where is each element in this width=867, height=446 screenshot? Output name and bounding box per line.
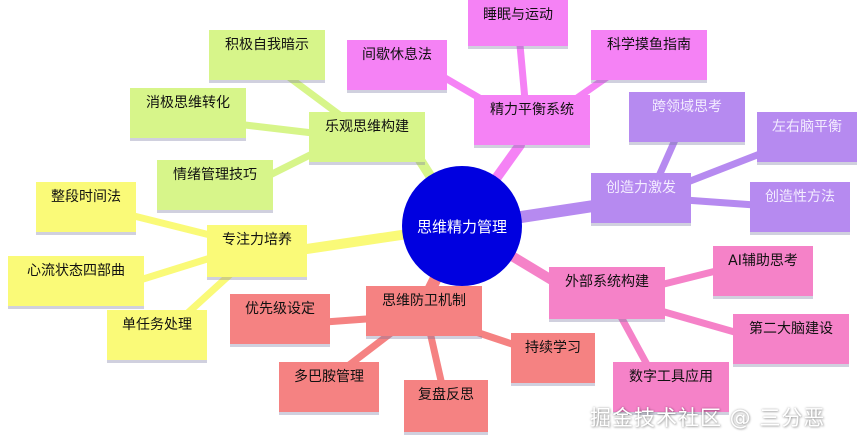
node-label: 数字工具应用 (629, 369, 713, 385)
node-label: 跨领域思考 (652, 99, 722, 115)
connector-line (516, 41, 529, 104)
node-defense[interactable]: 思维防卫机制 (366, 286, 482, 336)
node-label: 第二大脑建设 (749, 321, 833, 337)
connector-line (616, 311, 654, 374)
connector-line (426, 328, 446, 389)
node-label: 单任务处理 (122, 317, 192, 333)
watermark: 掘金技术社区 @ 三分恶 (590, 406, 826, 430)
node-sleep[interactable]: 睡眠与运动 (468, 0, 568, 46)
node-external[interactable]: 外部系统构建 (549, 267, 665, 319)
connector-line (676, 146, 774, 189)
node-cre2[interactable]: 左右脑平衡 (757, 112, 857, 162)
node-label: 消极思维转化 (146, 95, 230, 111)
node-label: 思维防卫机制 (382, 293, 466, 309)
node-priority[interactable]: 优先级设定 (230, 294, 330, 344)
node-label: 外部系统构建 (565, 274, 649, 290)
node-label: 左右脑平衡 (772, 119, 842, 135)
node-tools[interactable]: 数字工具应用 (613, 362, 729, 412)
node-cre1[interactable]: 跨领域思考 (629, 92, 745, 142)
node-ai[interactable]: AI辅助思考 (713, 246, 813, 296)
node-optimism[interactable]: 乐观思维构建 (309, 112, 425, 162)
node-label: 睡眠与运动 (483, 7, 553, 23)
node-label: 科学摸鱼指南 (607, 37, 691, 53)
node-label: AI辅助思考 (728, 253, 798, 269)
node-segment[interactable]: 整段时间法 (36, 182, 136, 232)
node-label: 乐观思维构建 (325, 119, 409, 135)
node-label: 精力平衡系统 (490, 102, 574, 118)
node-dopamine[interactable]: 多巴胺管理 (279, 362, 379, 412)
node-single[interactable]: 单任务处理 (107, 310, 207, 360)
node-label: 整段时间法 (51, 189, 121, 205)
node-creativity[interactable]: 创造力激发 (591, 173, 691, 223)
node-label: 优先级设定 (245, 301, 315, 317)
node-emotion[interactable]: 情绪管理技巧 (157, 160, 273, 210)
node-label: 创造性方法 (765, 189, 835, 205)
node-label: 心流状态四部曲 (27, 263, 125, 279)
center-label: 思维精力管理 (416, 217, 507, 236)
node-label: 间歇休息法 (362, 47, 432, 63)
node-energy[interactable]: 精力平衡系统 (474, 95, 590, 145)
node-slack[interactable]: 科学摸鱼指南 (591, 30, 707, 80)
node-label: 多巴胺管理 (294, 369, 364, 385)
node-label: 专注力培养 (222, 232, 292, 248)
node-label: 复盘反思 (418, 387, 474, 403)
node-review[interactable]: 复盘反思 (404, 380, 488, 432)
node-cre3[interactable]: 创造性方法 (750, 182, 850, 232)
node-focus[interactable]: 专注力培养 (207, 225, 307, 277)
node-positive[interactable]: 积极自我暗示 (209, 30, 325, 80)
node-negative[interactable]: 消极思维转化 (130, 88, 246, 138)
node-learn[interactable]: 持续学习 (511, 333, 595, 383)
connector-line (681, 196, 759, 209)
node-rest[interactable]: 间歇休息法 (347, 40, 447, 90)
node-label: 积极自我暗示 (225, 37, 309, 53)
node-label: 持续学习 (525, 340, 581, 356)
center-node[interactable]: 思维精力管理 (402, 166, 522, 286)
node-brain2[interactable]: 第二大脑建设 (733, 314, 849, 364)
node-label: 情绪管理技巧 (173, 167, 257, 183)
node-flow[interactable]: 心流状态四部曲 (8, 256, 144, 306)
connector-line (136, 251, 224, 284)
node-label: 创造力激发 (606, 180, 676, 196)
